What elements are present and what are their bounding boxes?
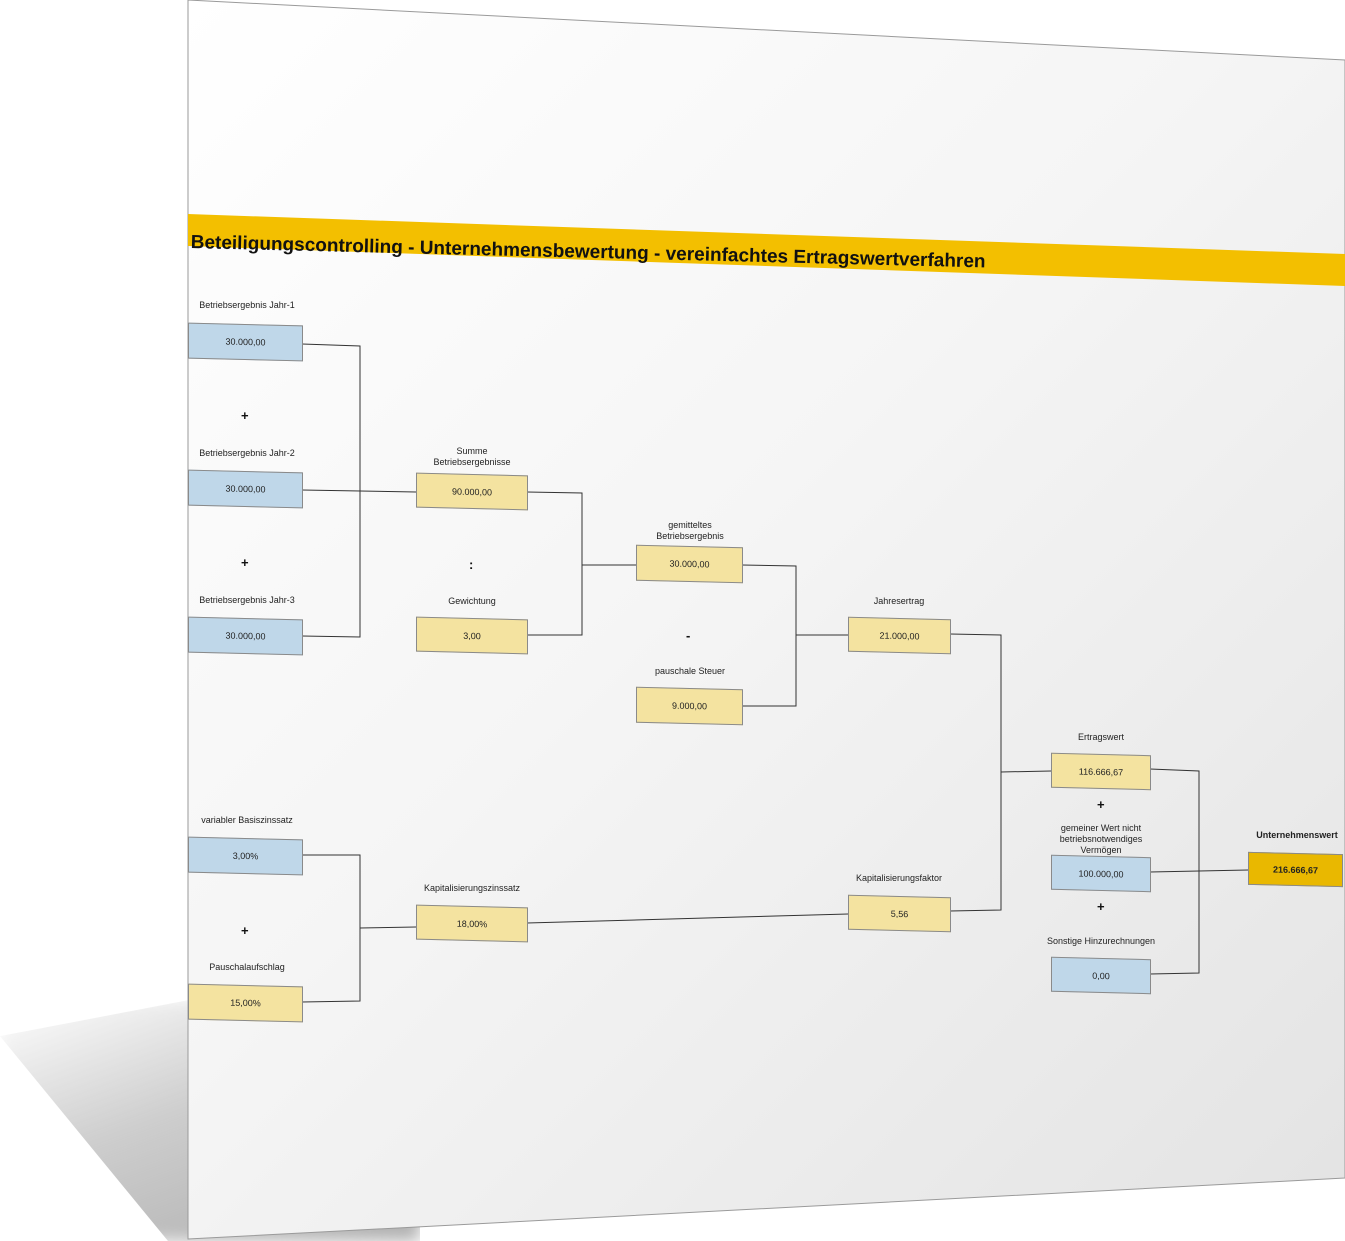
label-ertragswert: Ertragswert (1077, 732, 1124, 742)
box-gewichtung: 3,00 (416, 616, 528, 655)
label-kapitalisierungsfaktor: Kapitalisierungsfaktor (855, 873, 943, 883)
box-summe-betriebsergebnisse: 90.000,00 (416, 472, 528, 511)
divide-operator: : (469, 557, 474, 572)
box-sonstige-hinzurechnungen: 0,00 (1051, 956, 1151, 995)
label-pauschalaufschlag: Pauschalaufschlag (209, 962, 285, 972)
box-variabler-basiszinssatz: 3,00% (188, 836, 303, 876)
box-betriebsergebnis-jahr-2: 30.000,00 (188, 469, 303, 509)
box-gemitteltes-betriebsergebnis: 30.000,00 (636, 544, 743, 584)
label-betriebsergebnis-jahr-3: Betriebsergebnis Jahr-3 (199, 595, 295, 605)
label-unternehmenswert: Unternehmenswert (1256, 830, 1338, 840)
label-gemitteltes-betriebsergebnis: gemitteltes Betriebsergebnis (656, 520, 724, 541)
label-variabler-basiszinssatz: variabler Basiszinssatz (201, 815, 293, 825)
box-gemeiner-wert: 100.000,00 (1051, 854, 1151, 893)
box-jahresertrag: 21.000,00 (848, 616, 951, 655)
box-kapitalisierungsfaktor: 5,56 (848, 894, 951, 933)
label-betriebsergebnis-jahr-1: Betriebsergebnis Jahr-1 (199, 300, 295, 310)
box-ertragswert: 116.666,67 (1051, 752, 1151, 791)
label-summe-betriebsergebnisse: Summe Betriebsergebnisse (433, 446, 511, 467)
box-pauschalaufschlag: 15,00% (188, 983, 303, 1023)
label-sonstige-hinzurechnungen: Sonstige Hinzurechnungen (1046, 936, 1156, 946)
label-betriebsergebnis-jahr-2: Betriebsergebnis Jahr-2 (199, 448, 295, 458)
label-pauschale-steuer: pauschale Steuer (654, 666, 726, 676)
label-kapitalisierungszinssatz: Kapitalisierungszinssatz (423, 883, 521, 893)
box-betriebsergebnis-jahr-1: 30.000,00 (188, 322, 303, 362)
box-betriebsergebnis-jahr-3: 30.000,00 (188, 616, 303, 656)
plus-operator: + (241, 408, 249, 423)
plus-operator: + (241, 555, 249, 570)
label-gewichtung: Gewichtung (448, 596, 496, 606)
box-unternehmenswert: 216.666,67 (1248, 851, 1343, 888)
plus-operator: + (1097, 797, 1105, 812)
label-gemeiner-wert: gemeiner Wert nicht betriebsnotwendiges … (1059, 823, 1143, 855)
label-jahresertrag: Jahresertrag (873, 596, 925, 606)
box-pauschale-steuer: 9.000,00 (636, 686, 743, 726)
box-kapitalisierungszinssatz: 18,00% (416, 904, 528, 943)
plus-operator: + (1097, 899, 1105, 914)
minus-operator: - (686, 628, 691, 643)
plus-operator: + (241, 923, 249, 938)
